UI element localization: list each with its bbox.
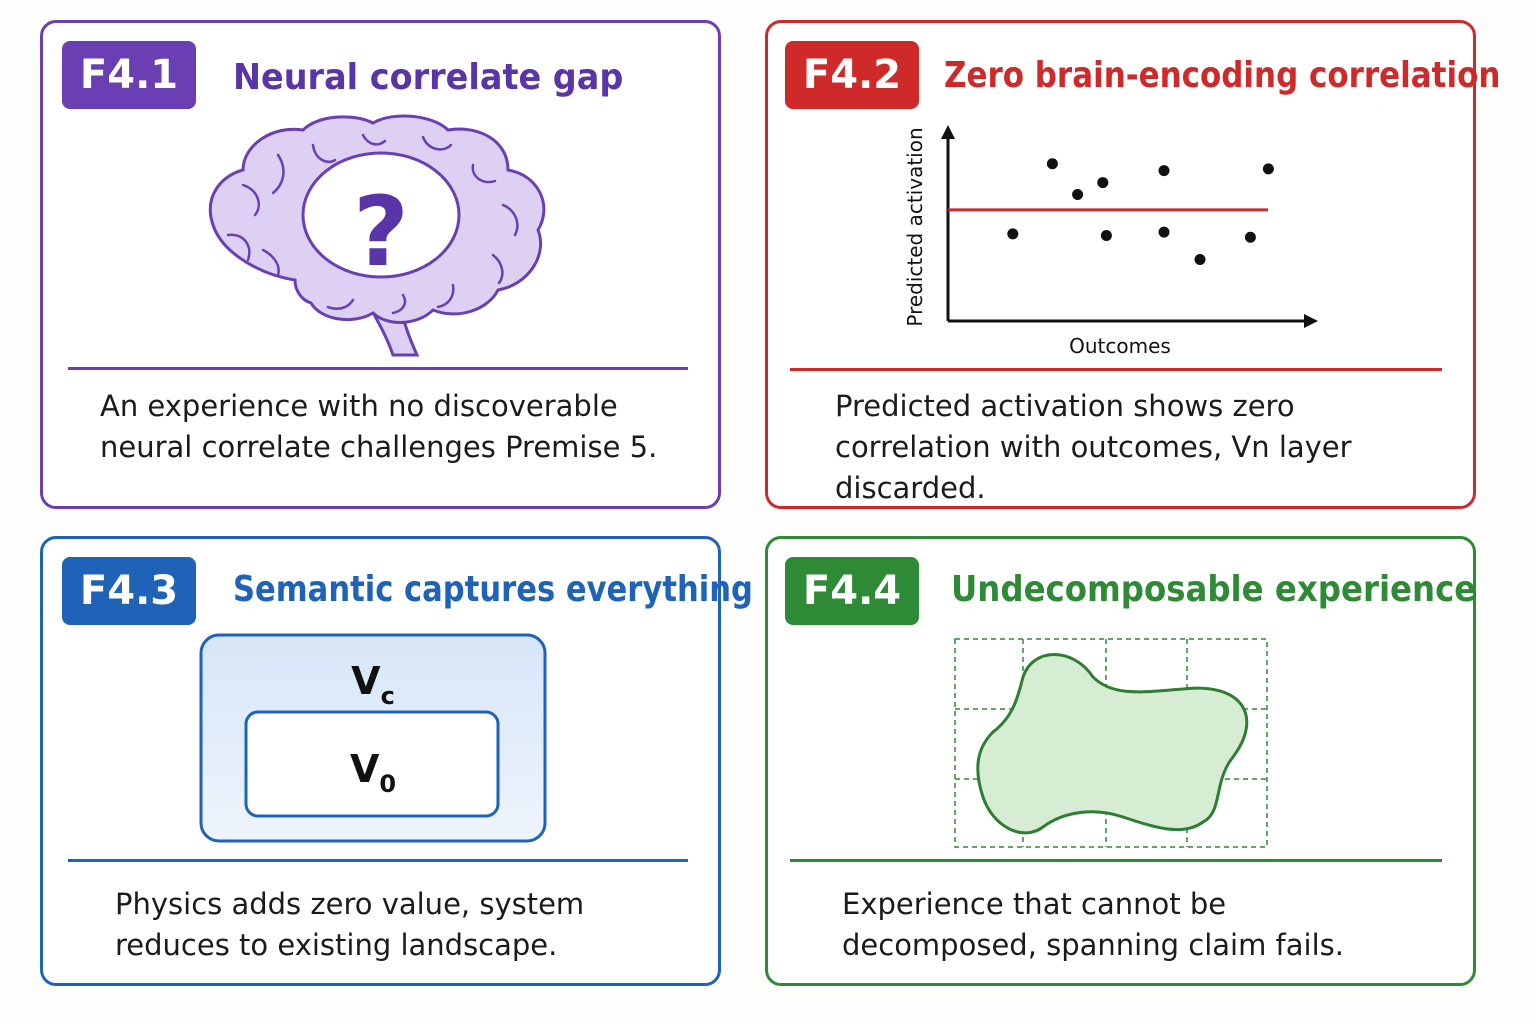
brain-question-icon: ? — [208, 114, 546, 357]
scatter-point — [1244, 231, 1256, 243]
x-axis-arrow — [1304, 314, 1318, 328]
scatter-point — [1100, 230, 1112, 242]
badge-f4-4: F4.4 — [785, 557, 919, 625]
card-f4-1: F4.1 Neural correlate gap ? An experienc… — [40, 20, 721, 509]
card-f4-4: F4.4 Undecomposable experience Experienc… — [765, 536, 1476, 986]
card-title-f4-2: Zero brain-encoding correlation — [944, 55, 1501, 96]
x-axis-label: Outcomes — [1069, 334, 1171, 358]
divider-f4-3 — [68, 859, 688, 862]
badge-f4-1: F4.1 — [62, 41, 196, 109]
outer-box-label: Vc — [351, 659, 395, 710]
description-line: correlation with outcomes, Vn layer — [835, 430, 1352, 464]
description-line: discarded. — [835, 471, 986, 505]
y-axis-label: Predicted activation — [903, 127, 927, 326]
divider-f4-1 — [68, 367, 688, 370]
description-line: Predicted activation shows zero — [835, 389, 1295, 423]
scatter-point — [1158, 226, 1170, 238]
description-f4-4: Experience that cannot be decomposed, sp… — [842, 884, 1344, 966]
description-line: decomposed, spanning claim fails. — [842, 928, 1344, 962]
description-line: Physics adds zero value, system — [115, 887, 585, 921]
divider-f4-2 — [790, 368, 1442, 371]
scatter-point — [1158, 165, 1170, 177]
scatter-point — [1262, 163, 1274, 175]
description-line: neural correlate challenges Premise 5. — [100, 430, 658, 464]
scatter-point — [1194, 253, 1206, 265]
irregular-blob — [976, 653, 1249, 835]
card-f4-3: F4.3 Semantic captures everything Vc V0 … — [40, 536, 753, 986]
card-title-f4-4: Undecomposable experience — [951, 569, 1477, 610]
badge-f4-2: F4.2 — [785, 41, 919, 109]
divider-f4-4 — [790, 859, 1442, 862]
nested-boxes: Vc V0 — [199, 633, 547, 843]
scatter-plot: Predicted activation Outcomes — [903, 125, 1318, 358]
description-f4-2: Predicted activation shows zero correlat… — [835, 386, 1352, 509]
inner-box-v0 — [244, 710, 500, 818]
card-title-f4-1: Neural correlate gap — [233, 57, 624, 98]
svg-text:?: ? — [353, 176, 409, 288]
inner-box-label: V0 — [350, 747, 396, 798]
card-title-f4-3: Semantic captures everything — [233, 569, 753, 610]
description-line: reduces to existing landscape. — [115, 928, 558, 962]
description-line: An experience with no discoverable — [100, 389, 618, 423]
description-f4-1: An experience with no discoverable neura… — [100, 386, 657, 468]
scatter-point — [1007, 228, 1019, 240]
scatter-point — [1097, 177, 1109, 189]
description-line: Experience that cannot be — [842, 887, 1227, 921]
scatter-point — [1046, 158, 1058, 170]
badge-f4-3: F4.3 — [62, 557, 196, 625]
y-axis-arrow — [941, 125, 955, 139]
description-f4-3: Physics adds zero value, system reduces … — [115, 884, 584, 966]
card-f4-2: F4.2 Zero brain-encoding correlation Pre… — [765, 20, 1500, 509]
scatter-point — [1072, 189, 1084, 201]
blob-on-grid — [954, 638, 1268, 848]
